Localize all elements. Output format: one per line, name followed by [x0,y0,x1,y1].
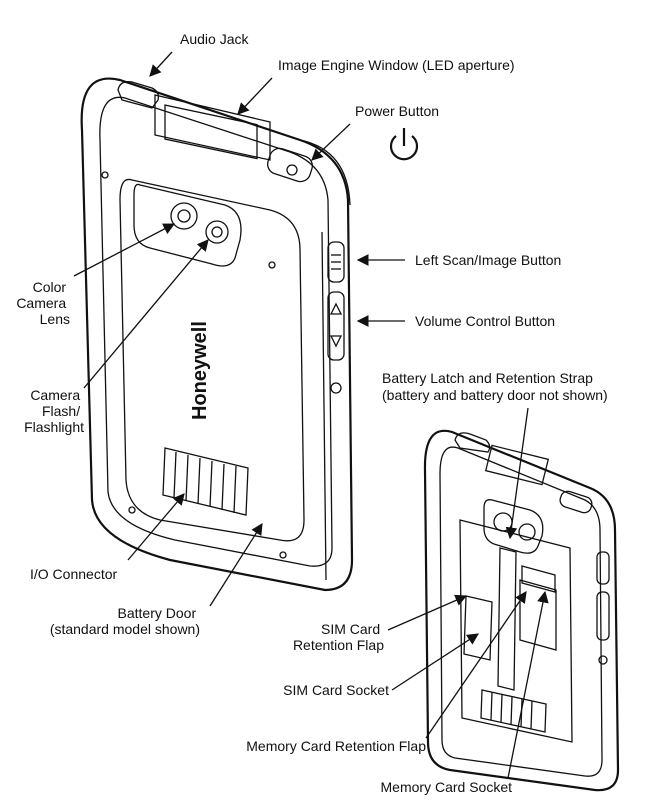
power-button-label: Power Button [355,103,439,119]
image-engine-window [164,104,258,160]
camera-flash-label: Camera Flash/ Flashlight [24,387,84,435]
battery-latch-label: Battery Latch and Retention Strap (batte… [382,370,608,403]
device-open-view [423,429,620,792]
left-scan-button-part [327,241,345,283]
memory-flap-arrow [425,591,527,739]
open-camera-module [483,499,544,554]
camera-module [133,183,242,267]
brand-logo: Honeywell [189,321,211,420]
screw [128,506,136,514]
memory-card-slot [519,579,557,651]
screw [279,551,287,559]
audio-jack-label: Audio Jack [180,31,249,47]
camera-lens-label: Color Camera Lens [16,279,70,327]
battery-door-panel [119,178,305,542]
image-engine-arrow [237,77,273,115]
power-button-arrow [311,123,351,161]
memory-flap-label: Memory Card Retention Flap [246,738,426,754]
volume-button-part [327,291,345,361]
sim-socket-label: SIM Card Socket [283,682,389,698]
io-connector-arrow [127,493,185,561]
image-engine-bezel [154,94,271,161]
io-connector-label: I/O Connector [30,566,117,582]
device-outer-shell [80,77,354,592]
open-device-inner-rim [439,446,603,777]
sim-card-slot [463,595,493,661]
open-scan-button [596,551,610,585]
screw [268,261,276,269]
camera-flash-arrow [83,239,209,389]
open-side-hole [598,655,608,665]
open-io-connector [480,689,547,733]
open-camera-lens [493,512,513,532]
device-inner-rim [99,96,333,567]
device-side-wall [299,139,351,581]
memory-socket-arrow [507,590,549,779]
battery-door-arrow [209,523,263,607]
memory-card-flap [521,565,556,593]
image-engine-label: Image Engine Window (LED aperture) [278,57,515,73]
battery-compartment [459,519,573,743]
power-icon [389,128,419,161]
device-back-view: Honeywell [80,77,354,592]
open-camera-flash [518,523,536,541]
sim-socket-arrow [391,633,479,691]
battery-door-label: Battery Door (standard model shown) [50,605,200,637]
camera-flash-inner [211,226,223,238]
audio-jack-plug [117,81,160,109]
battery-latch-arrow [505,407,529,540]
sim-flap-label: SIM Card Retention Flap [293,621,384,653]
audio-jack-arrow [149,51,173,77]
labels: Audio Jack Image Engine Window (LED aper… [16,31,607,795]
io-connector-part [162,447,249,516]
open-audio-jack [454,432,491,453]
open-power-button [559,490,593,514]
open-device-outer-shell [423,429,620,792]
callout-arrows [73,51,549,779]
power-button-dot [286,164,298,176]
camera-lens-inner [177,209,191,223]
power-button-part [267,147,313,183]
open-volume-button [596,591,610,641]
memory-socket-label: Memory Card Socket [381,779,513,795]
camera-lens-part [170,202,198,230]
left-scan-label: Left Scan/Image Button [415,252,561,268]
open-top-window [484,444,550,486]
volume-label: Volume Control Button [415,313,555,329]
camera-lens-arrow [73,223,176,277]
camera-flash-part [205,220,229,244]
screw [101,171,109,179]
side-hole [330,382,342,394]
battery-latch-strap [497,547,517,691]
sim-flap-arrow [387,594,468,631]
